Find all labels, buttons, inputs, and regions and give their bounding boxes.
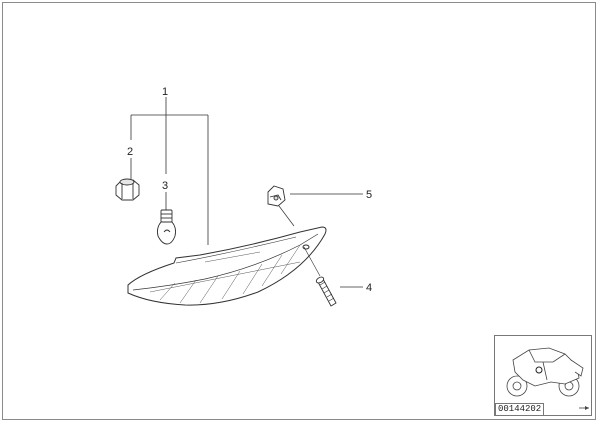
diagram-frame	[2, 2, 596, 420]
callout-3-label: 3	[162, 180, 168, 192]
diagram-code: 00144202	[495, 403, 545, 416]
callout-5-label: 5	[366, 189, 372, 201]
bulb-part[interactable]	[156, 209, 177, 245]
motorcycle-icon	[506, 347, 589, 410]
screw-part[interactable]	[303, 246, 337, 307]
callout-1-bracket	[130, 97, 209, 245]
bulb-socket-part[interactable]	[115, 178, 140, 201]
turn-signal-lens-part[interactable]	[127, 226, 327, 306]
callout-2-label: 2	[127, 146, 133, 158]
callout-1-label: 1	[162, 86, 168, 98]
clip-nut-part[interactable]	[267, 185, 295, 227]
callout-4-label: 4	[366, 282, 372, 294]
motorcycle-locator-inset	[494, 335, 592, 416]
